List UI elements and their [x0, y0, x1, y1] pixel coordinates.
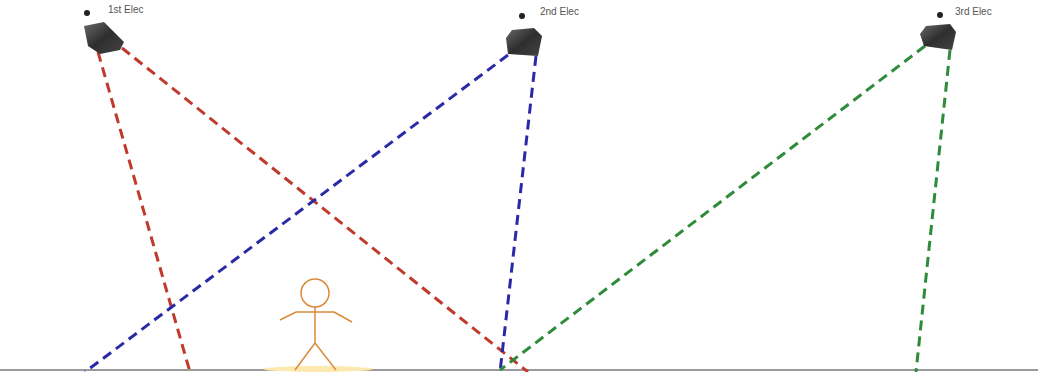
beam-line	[916, 50, 950, 372]
beam-line	[500, 46, 925, 370]
beam-line	[500, 56, 536, 372]
device-label: 2nd Elec	[540, 6, 579, 18]
lamp-icon	[506, 13, 542, 56]
beam-line	[85, 55, 508, 372]
device-label: 3rd Elec	[955, 6, 992, 18]
lamp-icon	[920, 12, 956, 50]
lamp-icon	[84, 10, 124, 54]
beam-line	[122, 48, 528, 372]
ground-line	[0, 369, 1038, 371]
stick-figure	[280, 279, 352, 370]
floor-highlight	[263, 366, 373, 372]
beam-line	[98, 52, 190, 372]
device-label: 1st Elec	[108, 4, 144, 16]
